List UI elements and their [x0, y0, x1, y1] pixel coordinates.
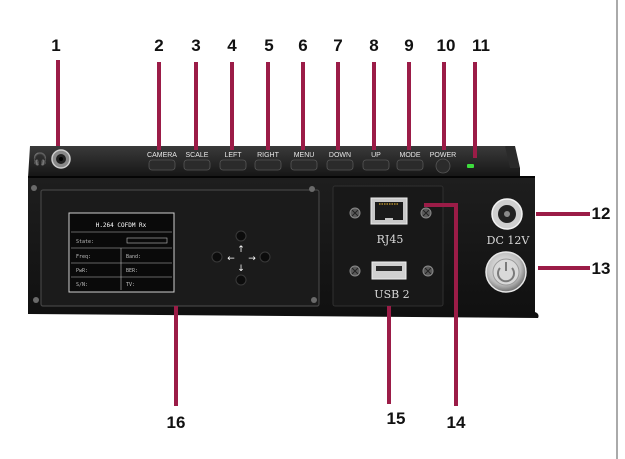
direction-pad: ↑ ← → ↓	[211, 230, 271, 286]
screen-state-label: State:	[76, 239, 94, 245]
screen-pwr-label: PwR:	[76, 268, 88, 274]
usb-label: USB 2	[374, 288, 409, 301]
screen-tv-label: TV:	[126, 282, 135, 288]
leader-lines	[56, 60, 590, 406]
callout-5: 5	[264, 36, 273, 55]
arrow-left-icon: ←	[227, 254, 235, 264]
mode-label: MODE	[400, 152, 421, 159]
button-row: CAMERA SCALE LEFT RIGHT MENU DOWN UP MO	[147, 152, 474, 174]
callout-1: 1	[51, 36, 60, 55]
left-label: LEFT	[224, 152, 242, 159]
leader-14	[424, 203, 458, 406]
callout-7: 7	[333, 36, 342, 55]
lcd-module: H.264 COFDM Rx State: Freq: Band: PwR: B…	[31, 185, 320, 307]
power-icon	[497, 267, 515, 283]
callout-11: 11	[472, 36, 490, 55]
screen-band-label: Band:	[126, 254, 141, 260]
callout-3: 3	[191, 36, 200, 55]
usb-port[interactable]	[371, 261, 407, 280]
dc-label: DC 12V	[487, 234, 531, 247]
scale-button[interactable]: SCALE	[183, 152, 211, 171]
callout-4: 4	[227, 36, 237, 55]
arrow-up-icon: ↑	[237, 245, 245, 255]
power-label: POWER	[430, 152, 456, 159]
rj45-label: RJ45	[377, 233, 404, 246]
screen-sn-label: S/N:	[76, 282, 88, 288]
scale-label: SCALE	[186, 152, 209, 159]
dc-jack[interactable]	[491, 198, 523, 230]
callout-12: 12	[592, 204, 611, 223]
callout-14: 14	[447, 413, 466, 432]
screen-state-bar	[126, 237, 168, 244]
mode-button[interactable]: MODE	[396, 152, 424, 171]
down-label: DOWN	[329, 152, 351, 159]
callout-8: 8	[369, 36, 378, 55]
camera-label: CAMERA	[147, 152, 177, 159]
rj45-port[interactable]	[370, 197, 408, 225]
callout-9: 9	[404, 36, 413, 55]
down-button[interactable]: DOWN	[326, 152, 354, 171]
right-label: RIGHT	[257, 152, 280, 159]
up-button[interactable]: UP	[362, 152, 390, 171]
callout-13: 13	[592, 259, 611, 278]
lcd-screen	[68, 212, 175, 293]
power-button[interactable]: POWER	[430, 152, 456, 174]
io-panel: RJ45 USB 2	[332, 185, 444, 307]
callout-numbers: 1 2 3 4 5 6 7 8 9 10 11 12 13 14 15 16	[51, 36, 610, 432]
callout-10: 10	[437, 36, 456, 55]
arrow-right-icon: →	[248, 254, 256, 264]
menu-label: MENU	[294, 152, 315, 159]
left-button[interactable]: LEFT	[219, 152, 247, 171]
callout-15: 15	[387, 409, 406, 428]
screen-title: H.264 COFDM Rx	[96, 222, 147, 229]
screen-ber-label: BER:	[126, 268, 138, 274]
status-led	[467, 164, 474, 168]
right-button[interactable]: RIGHT	[254, 152, 282, 171]
menu-button[interactable]: MENU	[290, 152, 318, 171]
screen-freq-label: Freq:	[76, 254, 91, 260]
callout-16: 16	[167, 413, 186, 432]
callout-2: 2	[154, 36, 163, 55]
arrow-down-icon: ↓	[237, 264, 245, 274]
headphone-icon: 🎧	[33, 152, 48, 166]
callout-6: 6	[298, 36, 307, 55]
up-label: UP	[371, 152, 381, 159]
power-switch[interactable]	[485, 251, 527, 293]
headphone-jack: 🎧	[33, 149, 71, 169]
camera-button[interactable]: CAMERA	[147, 152, 177, 171]
